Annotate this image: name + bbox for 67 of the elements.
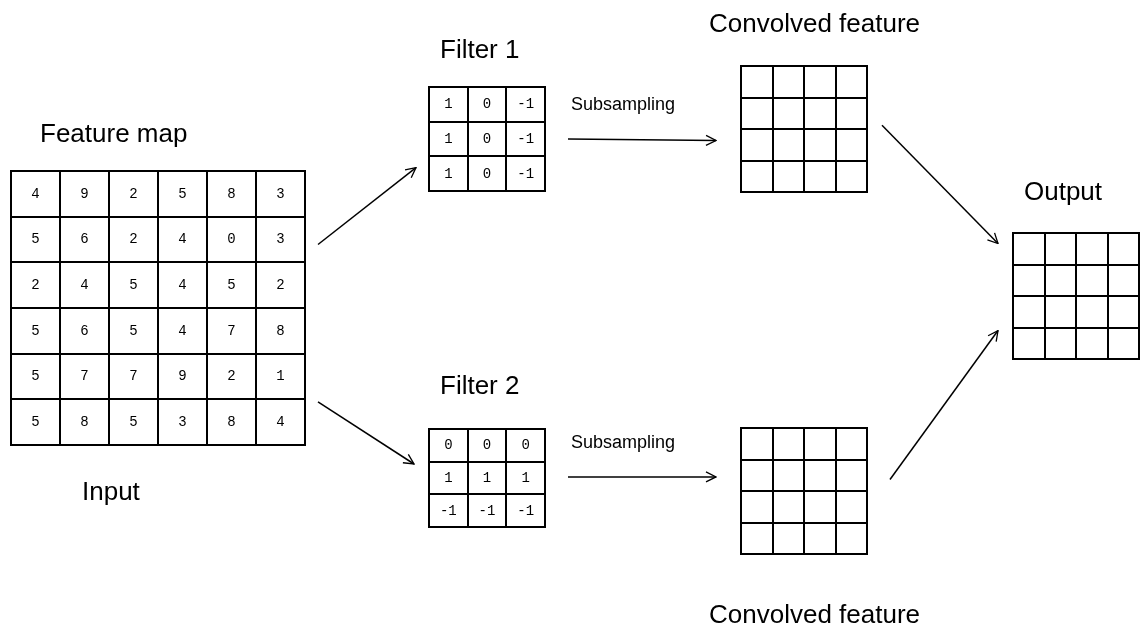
arrow (317, 166, 417, 246)
matrix-value: 7 (129, 368, 138, 385)
matrix-value: -1 (517, 502, 535, 519)
matrix-value: 3 (276, 185, 285, 202)
matrix-value: 5 (129, 322, 138, 339)
matrix-title: Output (1024, 176, 1103, 206)
matrix-value: 6 (80, 322, 89, 339)
matrix-value: 3 (276, 231, 285, 248)
matrix-value: 2 (227, 368, 236, 385)
matrix-caption: Input (82, 476, 140, 506)
matrix-value: 0 (482, 437, 492, 454)
matrix-value: 7 (227, 322, 236, 339)
matrix-value: 8 (276, 322, 285, 339)
matrix-value: 5 (129, 277, 138, 294)
matrix-value: 2 (276, 277, 285, 294)
matrix-value: 1 (444, 131, 453, 147)
arrow (567, 471, 717, 483)
matrix-value: 4 (178, 231, 187, 248)
matrix-value: 3 (178, 414, 187, 431)
matrix-value: 5 (227, 277, 236, 294)
matrix-title: Convolved feature (709, 599, 921, 629)
matrix-value: 1 (444, 165, 453, 182)
arrow (317, 401, 415, 465)
matrix-value: -1 (517, 96, 535, 113)
matrix-value: 1 (521, 470, 530, 486)
matrix-value: 5 (31, 231, 40, 248)
matrix-value: 4 (178, 277, 187, 294)
matrix-value: 8 (80, 414, 89, 431)
matrix-value: 0 (482, 165, 492, 182)
matrix-value: -1 (517, 131, 535, 147)
matrix-value: 2 (129, 185, 138, 202)
matrix-value: 0 (444, 437, 453, 454)
matrix-value: 8 (227, 414, 236, 431)
matrix-value: 5 (178, 185, 187, 202)
matrix-value: 2 (31, 277, 40, 294)
matrix-value: 5 (31, 414, 40, 431)
matrix-value: 1 (444, 96, 453, 113)
matrix-value: 5 (129, 414, 138, 431)
matrix-value: 4 (276, 414, 285, 431)
matrix-title: Filter 1 (440, 34, 520, 64)
arrow (567, 134, 717, 147)
matrix-value: 4 (178, 322, 187, 339)
matrix-value: 0 (227, 231, 236, 248)
matrix-value: 9 (178, 368, 187, 385)
matrix-title: Feature map (40, 118, 188, 148)
matrix-title: Convolved feature (709, 8, 921, 38)
matrix-value: 0 (482, 131, 492, 147)
matrix-value: 1 (444, 470, 453, 486)
matrix-value: 0 (482, 96, 492, 113)
matrix-value: -1 (517, 165, 535, 182)
matrix-title: Filter 2 (440, 370, 520, 400)
arrow (889, 329, 999, 481)
matrix-value: 4 (80, 277, 89, 294)
matrix-value: -1 (478, 502, 496, 519)
matrix-value: 2 (129, 231, 138, 248)
matrix-value: -1 (439, 502, 457, 519)
matrix-value: 0 (521, 437, 530, 454)
matrix-value: 5 (31, 322, 40, 339)
arrow (881, 124, 999, 245)
matrix-value: 4 (31, 185, 40, 202)
matrix-value: 5 (31, 368, 40, 385)
matrix-value: 7 (80, 368, 89, 385)
matrix-value: 1 (276, 368, 285, 385)
matrix-value: 9 (80, 185, 89, 202)
matrix-value: 8 (227, 185, 236, 202)
matrix-value: 1 (482, 470, 492, 486)
matrix-value: 6 (80, 231, 89, 248)
